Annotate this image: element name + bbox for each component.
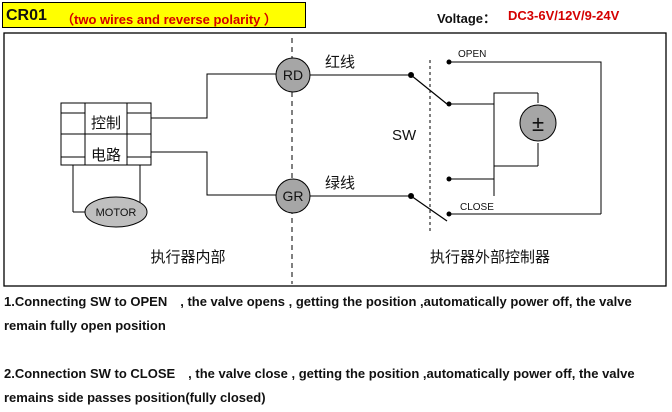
diagram-frame <box>3 32 667 287</box>
wire-red-label: 红线 <box>325 54 355 71</box>
terminal-gr-label: GR <box>283 188 304 204</box>
internal-wire-red <box>151 73 276 119</box>
switch-blade-bottom <box>410 195 448 222</box>
note-close: 2.Connection SW to CLOSE , the valve clo… <box>4 366 635 405</box>
switch-blade-top <box>410 74 448 105</box>
note-open: 1.Connecting SW to OPEN , the valve open… <box>4 294 632 333</box>
motor-icon <box>84 196 148 228</box>
header: CR01 （two wires and reverse polarity ） V… <box>0 0 672 32</box>
mid-rail-upper <box>449 92 538 180</box>
terminal-rd-label: RD <box>283 67 303 83</box>
controller-label-bottom: 电路 <box>91 147 121 164</box>
close-label: CLOSE <box>460 202 494 213</box>
internal-wire-green <box>151 151 276 196</box>
switch-label: SW <box>392 127 417 144</box>
voltage-label: Voltage： <box>437 11 496 26</box>
open-rail <box>449 61 602 214</box>
title-banner: CR01 （two wires and reverse polarity ） <box>2 2 306 28</box>
internal-caption: 执行器内部 <box>150 249 225 266</box>
power-source-icon <box>519 104 557 142</box>
controller-label-top: 控制 <box>91 115 121 132</box>
control-circuit-block: 控制 电路 <box>60 102 152 166</box>
model-title: CR01 <box>6 7 47 24</box>
wiring-diagram: 控制 电路 MOTOR RD GR 红线 绿线 SW OPEN CLOSE ± … <box>3 32 667 287</box>
power-source-symbol: ± <box>532 111 544 136</box>
wiring-type-subtitle: （two wires and reverse polarity ） <box>61 12 278 27</box>
wire-green-label: 绿线 <box>325 175 355 192</box>
voltage-value: DC3-6V/12V/9-24V <box>508 8 620 23</box>
external-caption: 执行器外部控制器 <box>430 249 550 266</box>
motor-label: MOTOR <box>96 207 137 219</box>
open-label: OPEN <box>458 49 486 60</box>
